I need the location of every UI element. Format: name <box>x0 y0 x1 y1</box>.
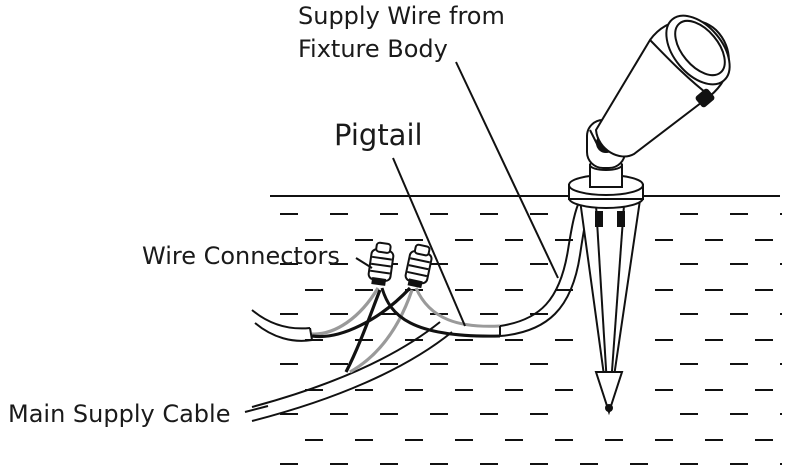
leader-pigtail <box>392 157 466 327</box>
wire-connector-1 <box>367 241 395 286</box>
label-supply-wire-line1: Supply Wire from <box>298 2 505 30</box>
leader-wire-connectors <box>355 257 373 269</box>
main-supply-cable <box>251 321 453 422</box>
leader-main-supply <box>244 405 269 413</box>
ground-stake <box>578 199 642 416</box>
fixture-body <box>594 14 731 158</box>
main-cable-conductors <box>311 286 414 374</box>
label-supply-wire-line2: Fixture Body <box>298 35 448 63</box>
soil-hatching <box>280 213 782 465</box>
pigtail-conductors <box>380 287 501 338</box>
label-wire-connectors: Wire Connectors <box>142 242 340 270</box>
leader-lines <box>244 61 559 413</box>
label-pigtail: Pigtail <box>334 118 423 152</box>
leader-supply-wire <box>455 61 559 279</box>
label-main-supply-cable: Main Supply Cable <box>8 400 230 428</box>
main-cable-sheath <box>251 309 313 342</box>
pigtail-sheath <box>499 199 591 337</box>
wire-connector-2 <box>404 243 433 289</box>
